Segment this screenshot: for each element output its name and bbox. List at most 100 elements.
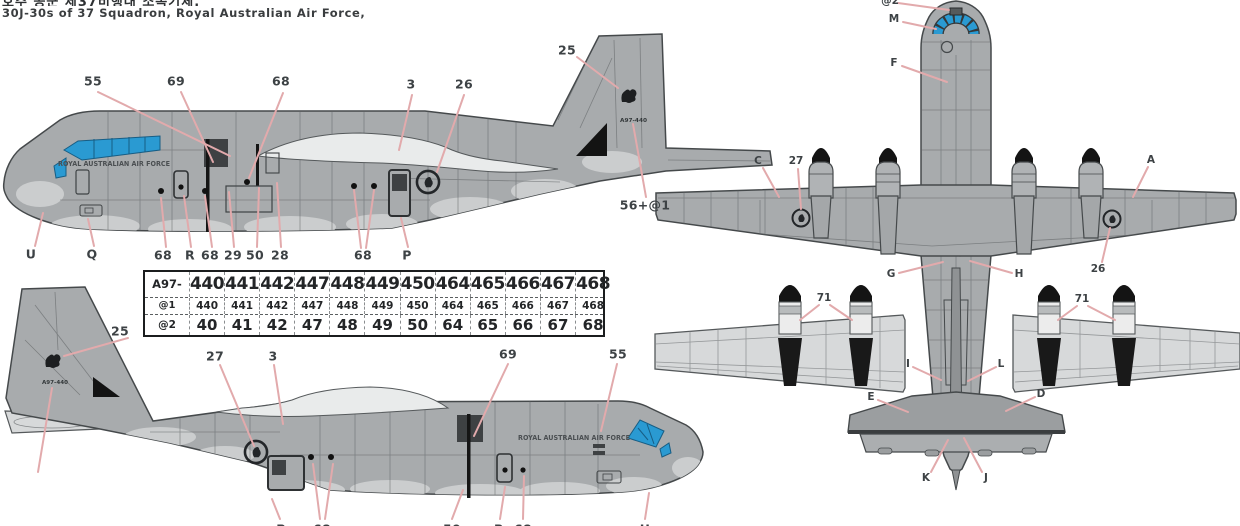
serial-cell: 65 [469,315,505,335]
leader-line [576,56,619,89]
leader-line [276,182,282,248]
serial-cell: 450 [399,272,435,297]
callout-H: H [1014,268,1024,280]
serial-cell: 440 [189,272,224,297]
leader-line [897,2,950,11]
leader-line [204,195,213,248]
leader-line [522,475,525,520]
leader-line [312,463,321,520]
paratroop-door [267,455,305,491]
callout-R: R [185,247,195,263]
serial-cell: 47 [294,315,329,335]
leader-line [797,168,802,210]
serial-cell: 447 [294,272,329,297]
serial-cell: 465 [469,298,505,314]
leader-line [63,337,129,357]
callout-25: 25 [111,323,129,339]
callout-P: P [276,522,285,526]
serial-cell: 468 [575,298,610,314]
serial-cell: 448 [329,272,364,297]
panel-lines [24,291,640,495]
equipment-panel [596,470,622,484]
callout-68: 68 [272,73,290,89]
tail-cone-tip [951,469,961,491]
serial-cell: 468 [575,272,610,297]
panel-window [602,473,613,481]
leader-line [180,91,214,163]
wing-underside-right [1012,284,1240,393]
hatch-door [265,152,280,174]
tail-serial: A97-440 [42,380,68,386]
leader-line [829,304,853,321]
leader-line [898,261,944,274]
callout-U: U [640,522,650,526]
serial-cell: 448 [329,298,364,314]
leader-line [248,92,284,179]
crew-door [75,169,90,195]
serial-cell: 465 [469,272,505,297]
cockpit-windows [53,135,161,179]
callout-69: 69 [167,73,185,89]
escape-hatch [940,40,954,54]
callout-68: 68 [514,522,532,526]
leader-line [219,364,255,447]
callout-71: 71 [816,292,832,304]
leader-line [451,489,464,520]
equipment-panel [79,204,103,217]
callout-K: K [921,472,931,484]
callout-J: J [984,472,988,484]
serial-cell: 442 [259,272,294,297]
equipment-bars [593,444,605,455]
leader-line [436,94,465,173]
serial-cell: 64 [434,315,470,335]
leader-line [400,217,409,248]
header-korean-line: 호주 공군 제37비행대 소속기체. [2,0,365,6]
leader-line [473,363,509,437]
fuselage-dot [328,454,334,460]
fuselage-title: ROYAL AUSTRALIAN AIR FORCE [58,160,170,168]
callout-71: 71 [1074,293,1090,305]
callout-F: F [890,57,898,69]
wing-root-highlight [256,132,559,173]
fuselage-dot [308,454,314,460]
leader-line [183,195,192,248]
leader-line [228,191,235,248]
serial-cell: 68 [575,315,610,335]
prop-warning-line [256,144,259,186]
serial-cell: 48 [329,315,364,335]
wing-underside-left [654,284,906,393]
leader-line [644,492,650,520]
tail-serial: A97-440 [620,118,647,124]
leader-line [1101,227,1111,263]
callout-3: 3 [268,348,278,364]
serial-cell: 466 [504,298,540,314]
callout-M: M [888,13,900,25]
leader-line [799,304,820,321]
callout-68: 68 [354,247,372,263]
callout-L: L [997,358,1005,370]
leader-line [160,197,167,248]
callout-3: 3 [406,76,416,92]
serial-cell: 41 [224,315,259,335]
serial-cell: 449 [364,298,399,314]
header: 호주 공군 제37비행대 소속기체. 30J-30s of 37 Squadro… [2,0,365,20]
fuselage-title: ROYAL AUSTRALIAN AIR FORCE [518,434,630,442]
serial-cell: 441 [224,272,259,297]
serial-cell: 67 [539,315,575,335]
serial-cell: 466 [504,272,540,297]
leader-line [273,364,284,425]
cockpit-windows [627,419,672,458]
callout-U: U [25,246,37,262]
serial-cell: 42 [259,315,294,335]
serial-cell: 449 [364,272,400,297]
leader-line [1057,305,1078,321]
leader-line [353,189,362,249]
callout-D: D [1036,388,1046,400]
fin-antiglare-triangle [93,377,120,397]
leader-line [37,387,53,473]
